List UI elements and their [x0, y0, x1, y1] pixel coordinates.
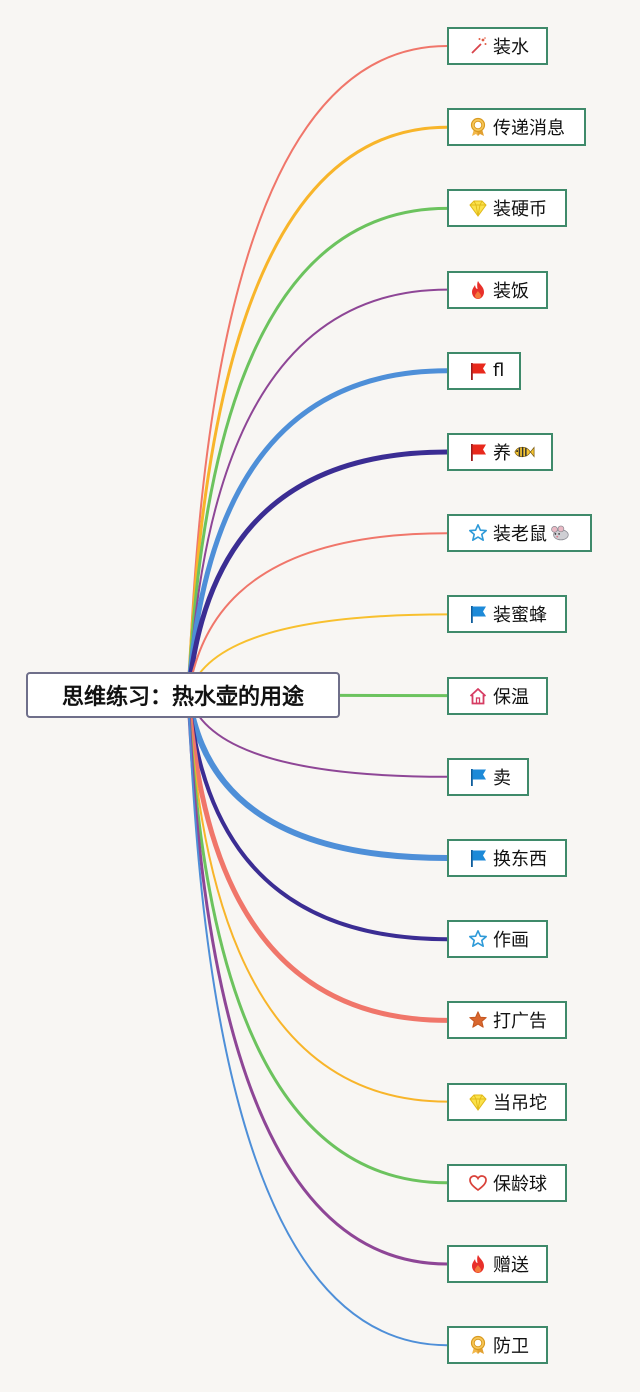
connector-7: [187, 532, 448, 696]
branch-topic-6[interactable]: 养: [447, 433, 553, 471]
branch-topic-8[interactable]: 装蜜蜂: [447, 595, 567, 634]
diamond-icon: [467, 1091, 489, 1113]
star-outline-icon: [467, 522, 489, 544]
red-flag-icon: [467, 360, 489, 382]
heart-outline-icon: [467, 1172, 489, 1194]
branch-topic-5[interactable]: fl: [447, 351, 521, 390]
connector-17: [187, 694, 448, 1347]
branch-topic-13[interactable]: 打广告: [447, 1001, 567, 1040]
branch-topic-label: 当吊坨: [493, 1092, 547, 1114]
branch-topic-label: 赠送: [493, 1255, 529, 1276]
branch-topic-10[interactable]: 卖: [447, 757, 529, 796]
branch-topic-label: 保温: [493, 686, 529, 708]
connector-11: [185, 692, 450, 861]
diamond-icon: [467, 197, 489, 219]
star-filled-icon: [467, 1009, 489, 1031]
blue-flag-icon: [467, 847, 489, 869]
mouse-icon: [549, 524, 571, 542]
branch-topic-12[interactable]: 作画: [447, 920, 548, 959]
branch-topic-label: 养: [493, 443, 511, 464]
branch-topic-17[interactable]: 防卫: [447, 1326, 548, 1365]
fish-icon: [513, 443, 535, 461]
connector-13: [185, 692, 450, 1023]
branch-topic-label: 作画: [493, 930, 529, 952]
branch-topic-7[interactable]: 装老鼠: [447, 514, 592, 553]
branch-topic-label: 装老鼠: [493, 524, 547, 546]
branch-topic-label: 装蜜蜂: [493, 605, 547, 627]
branch-topic-16[interactable]: 赠送: [447, 1245, 548, 1283]
branch-topic-label: 保龄球: [493, 1173, 547, 1195]
connector-4: [187, 288, 448, 696]
branch-topic-label: 防卫: [493, 1336, 529, 1358]
connector-12: [186, 693, 449, 942]
connector-6: [185, 449, 450, 698]
branch-topic-label: 装水: [493, 37, 529, 58]
branch-topic-label: 打广告: [493, 1011, 547, 1033]
blue-flag-icon: [467, 603, 489, 625]
award-ribbon-icon: [467, 1334, 489, 1356]
root-topic[interactable]: 思维练习：热水壶的用途: [26, 672, 340, 718]
branch-topic-14[interactable]: 当吊坨: [447, 1082, 567, 1121]
branch-topic-label: 传递消息: [493, 118, 565, 140]
award-ribbon-icon: [467, 116, 489, 138]
connector-3: [186, 206, 449, 697]
home-icon: [467, 685, 489, 707]
branch-topic-label: 卖: [493, 767, 511, 789]
root-topic-label: 思维练习：热水壶的用途: [61, 685, 304, 710]
connector-5: [185, 368, 450, 698]
branch-topic-15[interactable]: 保龄球: [447, 1163, 567, 1202]
branch-topic-label: 装饭: [493, 280, 529, 302]
fire-icon: [467, 279, 489, 301]
branch-topic-label: 装硬币: [493, 199, 547, 221]
branch-topic-label: 换东西: [493, 849, 547, 870]
branch-topic-1[interactable]: 装水: [447, 27, 548, 65]
wand-icon: [467, 35, 489, 57]
branch-topic-3[interactable]: 装硬币: [447, 189, 567, 228]
fire-icon: [467, 1253, 489, 1275]
branch-topic-2[interactable]: 传递消息: [447, 108, 586, 147]
connector-14: [187, 694, 448, 1103]
branch-topic-label: fl: [493, 360, 505, 382]
branch-topic-4[interactable]: 装饭: [447, 270, 548, 309]
branch-topic-11[interactable]: 换东西: [447, 839, 567, 877]
red-flag-icon: [467, 441, 489, 463]
star-outline-icon: [467, 928, 489, 950]
connector-1: [187, 45, 448, 696]
blue-flag-icon: [467, 766, 489, 788]
branch-topic-9[interactable]: 保温: [447, 676, 548, 715]
